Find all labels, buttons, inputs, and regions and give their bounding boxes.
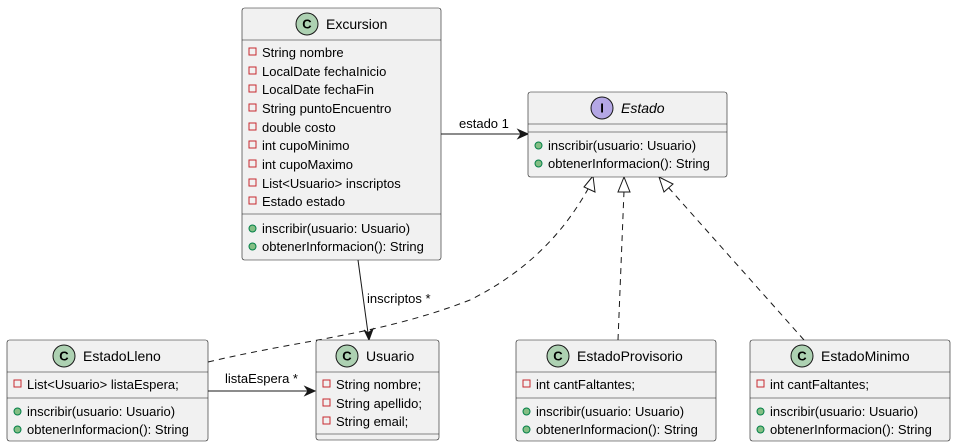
class-badge-icon (295, 12, 319, 36)
edge-excursion-estado (441, 128, 530, 140)
private-marker-icon (522, 379, 531, 388)
method: obtenerInformacion(): String (27, 422, 189, 437)
private-marker-icon (248, 122, 257, 131)
edge-lleno-usuario (208, 385, 317, 397)
public-marker-icon (248, 224, 257, 233)
public-marker-icon (756, 407, 765, 416)
edge-provisorio-realizes-estado (617, 175, 631, 341)
field: List<Usuario> inscriptos (262, 176, 401, 191)
field: LocalDate fechaInicio (262, 64, 386, 79)
class-name: EstadoLleno (83, 348, 161, 364)
field: List<Usuario> listaEspera; (27, 377, 179, 392)
interface-name: Estado (621, 100, 665, 116)
class-badge-letter: C (797, 349, 807, 364)
method: obtenerInformacion(): String (262, 239, 424, 254)
method: inscribir(usuario: Usuario) (27, 404, 175, 419)
field: int cantFaltantes; (770, 377, 869, 392)
public-marker-icon (756, 425, 765, 434)
class-badge-icon (52, 344, 76, 368)
label-inscriptos: inscriptos * (367, 291, 431, 306)
edge-excursion-usuario (357, 259, 375, 342)
public-marker-icon (248, 242, 257, 251)
method-list: inscribir(usuario: Usuario) obtenerInfor… (534, 138, 710, 171)
edge-lleno-realizes-estado (207, 174, 596, 363)
public-marker-icon (534, 159, 543, 168)
field: String email; (336, 414, 408, 429)
field: int cupoMaximo (262, 157, 353, 172)
private-marker-icon (248, 47, 257, 56)
class-estadolleno[interactable]: C EstadoLleno List<Usuario> listaEspera;… (6, 339, 209, 442)
field: int cantFaltantes; (536, 377, 635, 392)
private-marker-icon (756, 379, 765, 388)
class-estadoprovisorio[interactable]: C EstadoProvisorio int cantFaltantes; in… (515, 339, 717, 442)
interface-badge-letter: I (600, 101, 604, 116)
class-badge-icon (335, 344, 359, 368)
class-name: EstadoProvisorio (577, 348, 683, 364)
interface-badge-icon (590, 96, 614, 120)
field: String nombre; (336, 377, 421, 392)
field: LocalDate fechaFin (262, 82, 374, 97)
class-name: Excursion (326, 16, 387, 32)
field: int cupoMinimo (262, 138, 349, 153)
class-badge-icon (790, 344, 814, 368)
method: inscribir(usuario: Usuario) (548, 138, 696, 153)
private-marker-icon (13, 379, 22, 388)
field: String puntoEncuentro (262, 101, 391, 116)
class-excursion[interactable]: C Excursion String nombre LocalDate fech… (241, 7, 442, 261)
class-badge-letter: C (342, 349, 352, 364)
class-badge-letter: C (59, 349, 69, 364)
private-marker-icon (248, 178, 257, 187)
field: double costo (262, 120, 336, 135)
private-marker-icon (248, 196, 257, 205)
private-marker-icon (248, 84, 257, 93)
private-marker-icon (248, 103, 257, 112)
field: String apellido; (336, 396, 422, 411)
class-badge-letter: C (302, 17, 312, 32)
method: inscribir(usuario: Usuario) (262, 221, 410, 236)
method: obtenerInformacion(): String (770, 422, 932, 437)
method: inscribir(usuario: Usuario) (536, 404, 684, 419)
method: inscribir(usuario: Usuario) (770, 404, 918, 419)
public-marker-icon (13, 407, 22, 416)
private-marker-icon (322, 379, 331, 388)
public-marker-icon (522, 407, 531, 416)
class-name: Usuario (366, 348, 414, 364)
field: Estado estado (262, 194, 345, 209)
label-listaespera: listaEspera * (225, 371, 298, 386)
method-list: inscribir(usuario: Usuario) obtenerInfor… (248, 221, 424, 254)
class-usuario[interactable]: C Usuario String nombre; String apellido… (315, 339, 440, 441)
private-marker-icon (322, 398, 331, 407)
private-marker-icon (248, 159, 257, 168)
label-estado-1: estado 1 (459, 116, 509, 131)
private-marker-icon (248, 140, 257, 149)
field: String nombre (262, 45, 344, 60)
field-list: String nombre LocalDate fechaInicio Loca… (248, 45, 401, 209)
public-marker-icon (522, 425, 531, 434)
class-estadominimo[interactable]: C EstadoMinimo int cantFaltantes; inscri… (749, 339, 951, 442)
private-marker-icon (322, 416, 331, 425)
interface-estado[interactable]: I Estado inscribir(usuario: Usuario) obt… (527, 91, 728, 178)
public-marker-icon (534, 141, 543, 150)
private-marker-icon (248, 66, 257, 75)
public-marker-icon (13, 425, 22, 434)
class-badge-letter: C (553, 349, 563, 364)
class-name: EstadoMinimo (821, 348, 910, 364)
edge-minimo-realizes-estado (658, 176, 805, 341)
method: obtenerInformacion(): String (536, 422, 698, 437)
class-badge-icon (546, 344, 570, 368)
method: obtenerInformacion(): String (548, 156, 710, 171)
